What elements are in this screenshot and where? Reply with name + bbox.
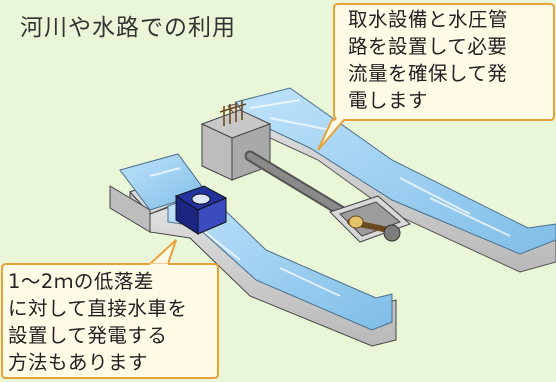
callout-direct	[1, 239, 219, 379]
direct-channel	[109, 153, 397, 347]
turbine-opening-icon	[191, 193, 211, 205]
turbine-generator	[347, 215, 401, 242]
callout-intake-text: 取水設備と水圧管 路を設置して必要 流量を確保して発 電します	[348, 8, 509, 112]
callout-intake	[317, 3, 555, 151]
page-title: 河川や水路での利用	[20, 15, 236, 41]
intake-channel	[227, 87, 556, 273]
callout-direct-text: 1～2ｍの低落差 に対して直接水車を 設置して発電する 方法もあります	[8, 270, 188, 374]
direct-turbine-unit	[174, 185, 228, 235]
powerhouse-pit	[329, 195, 411, 243]
trash-rack	[219, 100, 247, 126]
